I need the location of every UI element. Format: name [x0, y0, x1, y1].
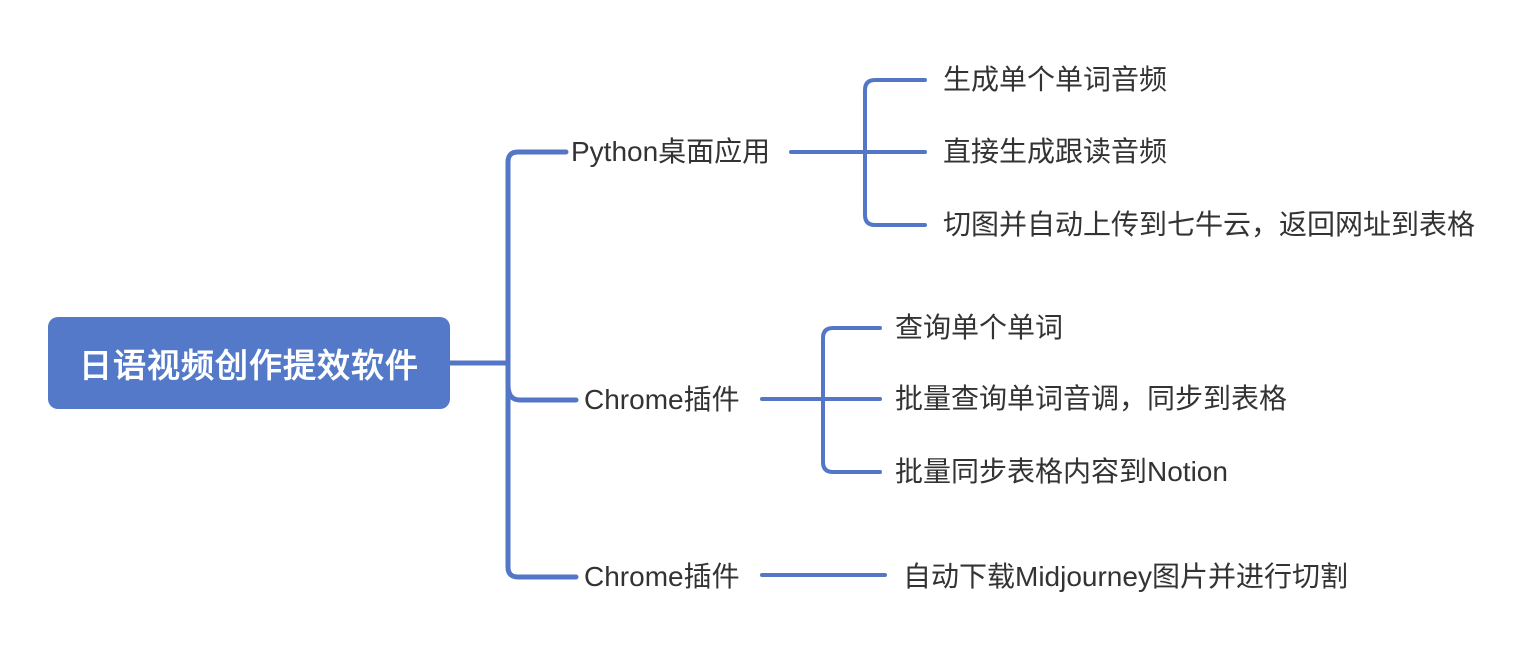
- leaf-batch-query-word-tone-sync-sheet[interactable]: 批量查询单词音调，同步到表格: [895, 383, 1288, 415]
- connector-root-branch-chrome-bottom: [505, 360, 579, 580]
- connector-root-branch-python: [505, 149, 569, 366]
- leaf-generate-single-word-audio[interactable]: 生成单个单词音频: [943, 64, 1168, 96]
- connector-chrome-mid-child-top: [821, 326, 882, 401]
- root-node-label: 日语视频创作提效软件: [79, 347, 419, 384]
- connector-chrome-mid-child-bottom: [821, 397, 882, 474]
- leaf-batch-sync-sheet-to-notion[interactable]: 批量同步表格内容到Notion: [895, 456, 1228, 488]
- connector-python-child-bottom: [863, 150, 927, 227]
- leaf-query-single-word[interactable]: 查询单个单词: [895, 312, 1064, 344]
- leaf-crop-upload-qiniu-return-url[interactable]: 切图并自动上传到七牛云，返回网址到表格: [943, 209, 1476, 241]
- branch-chrome-plugin-mid[interactable]: Chrome插件: [584, 384, 740, 416]
- leaf-generate-follow-read-audio[interactable]: 直接生成跟读音频: [943, 136, 1168, 168]
- leaf-auto-download-midjourney-crop[interactable]: 自动下载Midjourney图片并进行切割: [903, 561, 1348, 593]
- branch-chrome-plugin-bottom[interactable]: Chrome插件: [584, 561, 740, 593]
- connector-root-branch-chrome-mid: [505, 360, 579, 403]
- branch-python-desktop-app[interactable]: Python桌面应用: [571, 136, 771, 168]
- root-node[interactable]: 日语视频创作提效软件: [48, 317, 450, 409]
- connector-python-child-top: [863, 78, 927, 154]
